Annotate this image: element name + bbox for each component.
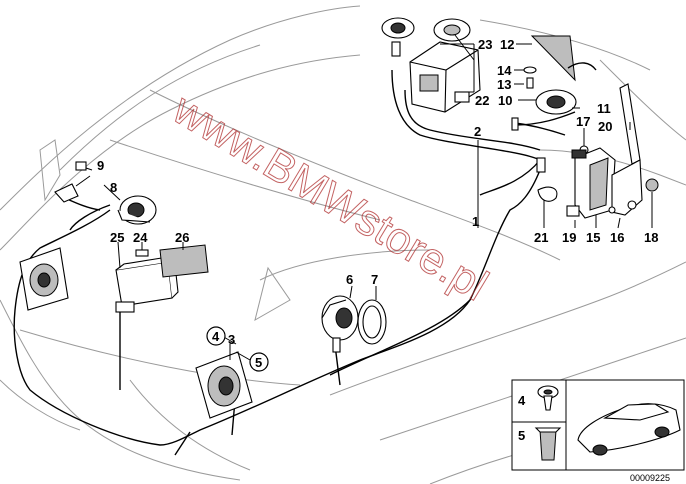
svg-text:4: 4 <box>212 329 220 344</box>
legend-label-4: 4 <box>518 393 526 408</box>
callout-20: 20 <box>598 119 612 134</box>
callout-6: 6 <box>346 272 353 287</box>
callout-13: 13 <box>497 77 511 92</box>
callout-23: 23 <box>478 37 492 52</box>
diagram-id: 00009225 <box>630 473 670 483</box>
ring-7 <box>357 299 387 345</box>
clip-14 <box>523 66 537 74</box>
callout-21: 21 <box>534 230 548 245</box>
speaker-10 <box>535 89 577 115</box>
callout-12: 12 <box>500 37 514 52</box>
connector-2 <box>536 157 546 173</box>
callout-22: 22 <box>475 93 489 108</box>
callout-14: 14 <box>497 63 512 78</box>
screw-13 <box>526 77 534 89</box>
amplifier-15 <box>571 147 616 219</box>
speaker-3 <box>195 351 253 419</box>
callout-2: 2 <box>474 124 481 139</box>
callout-10: 10 <box>498 93 512 108</box>
front-speaker-8 <box>117 195 157 225</box>
rear-speaker-right <box>433 18 471 42</box>
expanding-nut-icon <box>534 427 562 461</box>
tweeter-9 <box>75 161 87 171</box>
connector-6 <box>332 337 341 353</box>
push-clip-icon <box>537 385 559 411</box>
legend-box: 4 5 00009225 <box>511 379 685 483</box>
slot-cover-24 <box>135 249 149 257</box>
callout-8: 8 <box>110 180 117 195</box>
circled-callout-4: 4 <box>206 326 226 346</box>
callout-19: 19 <box>562 230 576 245</box>
watermark-text: www.BMWstore.pl <box>164 84 496 310</box>
speaker-6 <box>321 295 359 341</box>
callout-24: 24 <box>133 230 148 245</box>
callout-9: 9 <box>97 158 104 173</box>
wiring-harness <box>13 69 566 456</box>
callout-16: 16 <box>610 230 624 245</box>
nut-18 <box>645 178 659 192</box>
harness-11 <box>511 111 576 131</box>
callout-25: 25 <box>110 230 124 245</box>
svg-text:5: 5 <box>255 355 262 370</box>
clip-19 <box>566 205 580 217</box>
connector-radio <box>115 301 135 313</box>
clamp-21 <box>537 186 558 202</box>
mirror-trim-8 <box>54 183 79 203</box>
trim-panel-12 <box>530 35 597 82</box>
callout-18: 18 <box>644 230 658 245</box>
circled-callout-5: 5 <box>249 352 269 372</box>
leader-lines <box>75 34 653 361</box>
bracket-16 <box>608 159 643 216</box>
subwoofer-box <box>409 41 481 113</box>
callout-numbers: 1 2 3 6 7 8 9 10 11 12 13 14 15 16 17 18… <box>97 37 658 347</box>
legend-label-5: 5 <box>518 428 525 443</box>
callout-15: 15 <box>586 230 600 245</box>
door-speaker-left <box>19 247 69 311</box>
panel-26 <box>159 244 209 278</box>
callout-11: 11 <box>597 101 611 116</box>
callout-1: 1 <box>472 214 479 229</box>
rear-speaker-left <box>381 17 415 39</box>
car-thumbnail <box>577 403 681 456</box>
callout-17: 17 <box>576 114 590 129</box>
callout-7: 7 <box>371 272 378 287</box>
connector-23 <box>391 41 401 57</box>
callout-26: 26 <box>175 230 189 245</box>
callout-3: 3 <box>228 332 235 347</box>
